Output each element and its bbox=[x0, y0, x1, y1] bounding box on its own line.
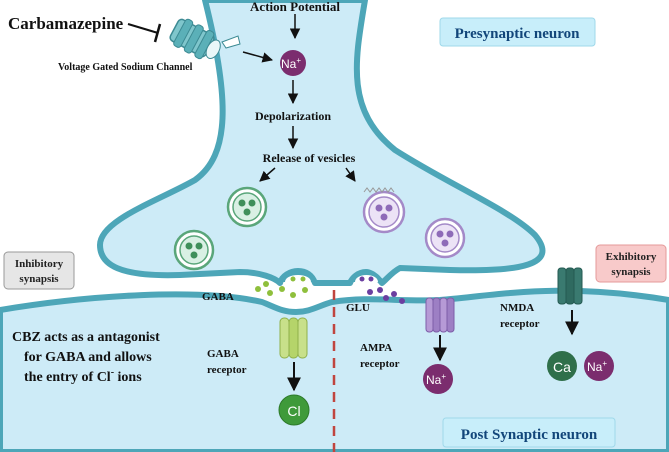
presynaptic-label-box bbox=[439, 17, 596, 47]
gaba-receptor-label-2: receptor bbox=[207, 364, 247, 376]
gaba-fusing-vesicle bbox=[281, 271, 315, 283]
exhibitory-box bbox=[595, 244, 667, 283]
nmda-label-1: NMDA bbox=[500, 302, 534, 314]
glu-released-dots bbox=[367, 287, 405, 304]
ampa-label-2: receptor bbox=[360, 358, 400, 370]
cbz-text-1: CBZ acts as a antagonist bbox=[12, 330, 160, 345]
inhibitory-label-1: Inhibitory bbox=[15, 258, 64, 270]
gaba-label: GABA bbox=[202, 291, 234, 303]
release-label: Release of vesicles bbox=[263, 151, 356, 165]
glu-fusing-vesicle bbox=[351, 271, 382, 283]
cl-ion bbox=[278, 394, 310, 426]
gaba-released-dots bbox=[255, 281, 308, 298]
ampa-label-1: AMPA bbox=[360, 342, 392, 354]
arrow-channel-to-na bbox=[242, 51, 274, 63]
na-ion-presynaptic bbox=[280, 50, 306, 76]
arrow-release-left bbox=[259, 167, 276, 182]
vgsc-label: Voltage Gated Sodium Channel bbox=[58, 62, 193, 73]
na-ion-ampa-text: Na+ bbox=[426, 372, 446, 387]
gaba-receptor-icon bbox=[279, 317, 308, 359]
na-ion-nmda-text: Na+ bbox=[587, 359, 607, 374]
ampa-receptor-icon bbox=[425, 297, 455, 333]
cbz-text-2: for GABA and allows bbox=[24, 350, 152, 365]
channel-gate-icon bbox=[221, 35, 241, 49]
na-ion-ampa bbox=[423, 364, 453, 394]
inhibition-line bbox=[127, 23, 159, 34]
arrow-release-right bbox=[345, 167, 356, 182]
glu-vesicle-lower bbox=[424, 217, 466, 259]
postsynaptic-label: Post Synaptic neuron bbox=[461, 427, 598, 443]
carbamazepine-label: Carbamazepine bbox=[8, 14, 124, 33]
gaba-vesicle-lower bbox=[173, 229, 215, 271]
glu-vesicle-upper bbox=[362, 187, 406, 234]
cl-ion-text: Cl bbox=[287, 403, 300, 419]
exhibitory-label-2: synapsis bbox=[611, 266, 651, 278]
inhibitory-label-2: synapsis bbox=[19, 273, 59, 285]
postsynaptic-label-box bbox=[442, 417, 616, 448]
presynaptic-label: Presynaptic neuron bbox=[455, 26, 581, 42]
ca-ion bbox=[547, 351, 577, 381]
ca-ion-text: Ca bbox=[553, 359, 571, 375]
na-ion-nmda bbox=[584, 351, 614, 381]
presynaptic-neuron bbox=[97, 0, 546, 286]
action-potential-label: Action Potential bbox=[250, 0, 340, 14]
nmda-receptor-icon bbox=[557, 267, 583, 305]
na-ion-presynaptic-text: Na+ bbox=[281, 56, 301, 71]
inhibition-bar bbox=[153, 23, 162, 43]
depolarization-label: Depolarization bbox=[255, 109, 331, 123]
gaba-receptor-label-1: GABA bbox=[207, 348, 239, 360]
postsynaptic-neuron bbox=[0, 287, 669, 452]
nmda-label-2: receptor bbox=[500, 318, 540, 330]
gaba-vesicle-upper bbox=[226, 186, 268, 228]
cbz-text-3: the entry of Cl- ions bbox=[24, 367, 142, 385]
inhibitory-box bbox=[3, 251, 75, 290]
exhibitory-label-1: Exhibitory bbox=[606, 251, 657, 263]
sodium-channel-icon bbox=[169, 18, 221, 60]
glu-label: GLU bbox=[346, 302, 370, 314]
